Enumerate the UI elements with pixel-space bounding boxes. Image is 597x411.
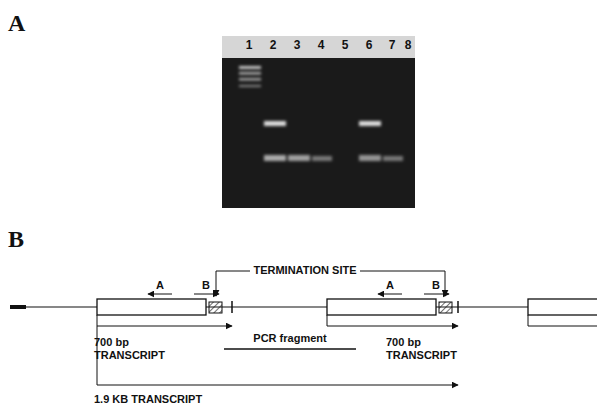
lane-number: 4: [318, 39, 325, 53]
transcript-label: 1.9 KB TRANSCRIPT: [94, 393, 202, 406]
gene-map: [10, 271, 597, 385]
lane-number: 8: [405, 39, 412, 53]
site-label: TERMINATION SITE: [253, 264, 356, 277]
primer-label: A: [156, 279, 164, 292]
primer-label: B: [432, 279, 440, 292]
gel-photo: [222, 36, 415, 208]
transcript-label: 700 bp TRANSCRIPT: [94, 336, 166, 361]
fragment-label: PCR fragment: [253, 332, 326, 345]
transcript-label: 700 bp TRANSCRIPT: [386, 336, 458, 361]
lane-number: 6: [366, 39, 373, 53]
lane-number: 1: [246, 39, 253, 53]
lane-number: 7: [389, 39, 396, 53]
primer-label: B: [202, 279, 210, 292]
primer-label: A: [386, 279, 394, 292]
panel-letter: A: [8, 10, 25, 38]
lane-number: 5: [342, 39, 349, 53]
panel-letter: B: [8, 226, 24, 254]
lane-number: 2: [270, 39, 277, 53]
lane-number: 3: [294, 39, 301, 53]
